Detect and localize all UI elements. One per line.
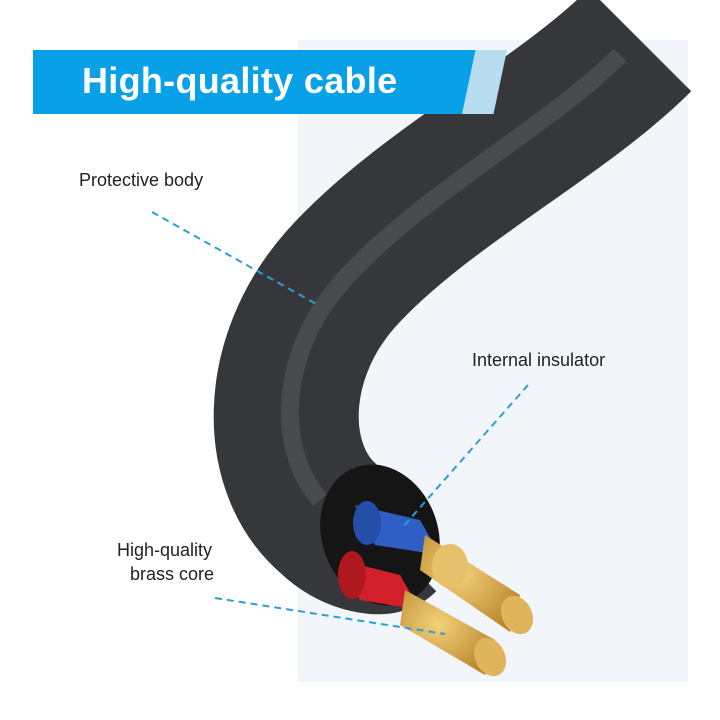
cable-highlight <box>281 48 627 506</box>
leader-line-protective-body <box>151 211 319 306</box>
cable-cross-section <box>320 464 534 677</box>
page-title: High-quality cable <box>82 60 398 101</box>
label-brass-core-line2: brass core <box>130 564 215 584</box>
label-protective-body: Protective body <box>79 170 204 190</box>
label-brass-core-line1: High-quality <box>117 540 213 560</box>
title-banner <box>33 50 493 114</box>
leader-line-internal-insulator <box>401 384 529 529</box>
brass-wire-bottom <box>400 590 495 675</box>
leader-line-brass-core <box>214 597 446 635</box>
label-internal-insulator: Internal insulator <box>472 350 606 370</box>
